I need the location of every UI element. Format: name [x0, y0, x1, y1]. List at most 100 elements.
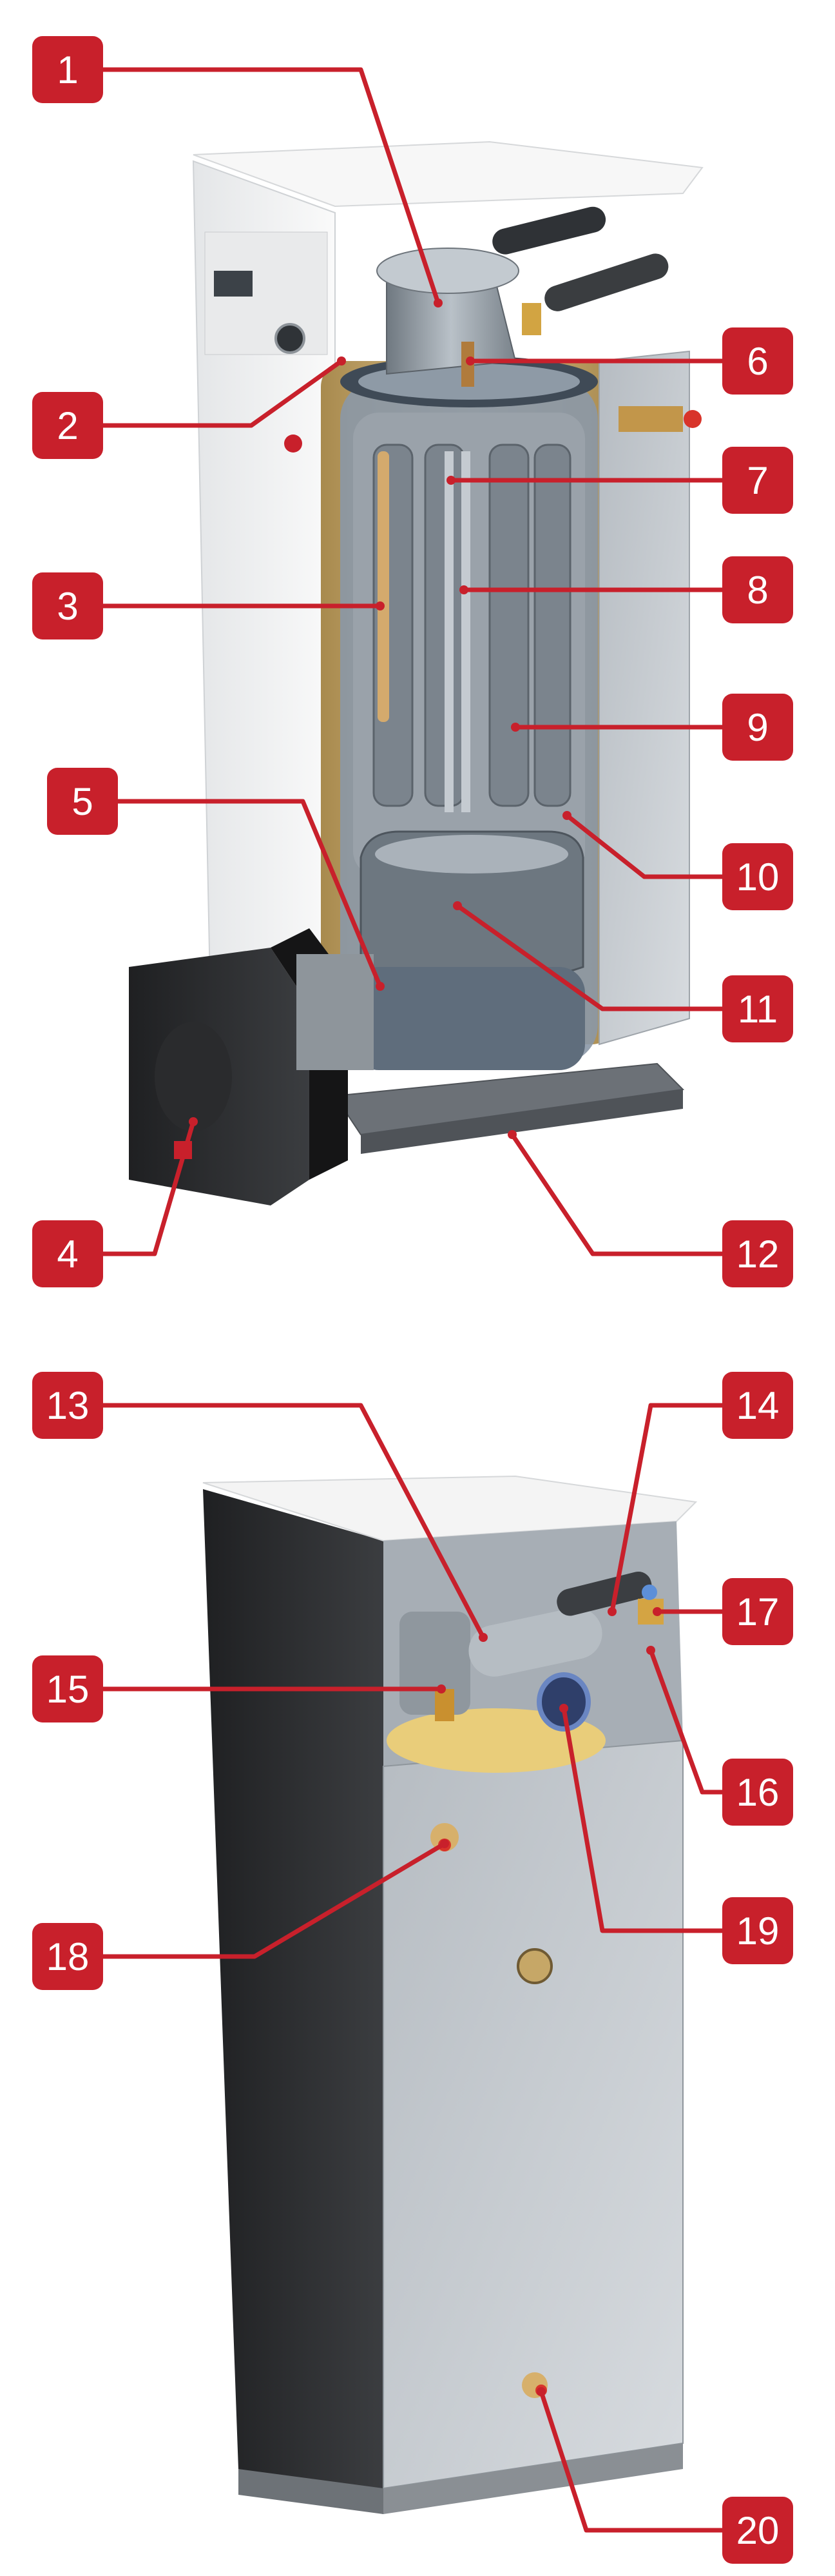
callout-badge-6: 6: [722, 327, 793, 395]
callout-badge-20: 20: [722, 2497, 793, 2564]
callout-badge-11: 11: [722, 975, 793, 1042]
callout-badge-12: 12: [722, 1220, 793, 1287]
callout-number: 15: [46, 1668, 90, 1711]
callout-number: 2: [57, 404, 78, 447]
leader-line-16: [648, 1649, 722, 1795]
tank-lower-shell: [353, 967, 585, 1070]
callout-number: 10: [736, 855, 780, 899]
callout-badge-16: 16: [722, 1759, 793, 1826]
callout-number: 9: [747, 706, 768, 749]
callout-badge-box: [47, 768, 118, 835]
leader-end-dot-20: [537, 2387, 546, 2396]
copper-anode: [378, 451, 389, 722]
callout-number: 6: [747, 340, 768, 383]
callout-badge-9: 9: [722, 694, 793, 761]
callout-number: 8: [747, 569, 768, 612]
flue-collar-top: [376, 248, 519, 294]
callout-badge-box: [722, 694, 793, 761]
callout-badge-box: [722, 1897, 793, 1964]
callout-badge-box: [32, 572, 103, 639]
leader-end-dot-9: [511, 723, 520, 732]
callout-number: 5: [72, 780, 93, 823]
callout-badge-box: [722, 1578, 793, 1645]
leader-end-dot-6: [466, 356, 475, 366]
callout-badge-box: [722, 447, 793, 514]
callout-leader-lines: [103, 67, 722, 2533]
leader-line-11: [456, 904, 722, 1011]
callout-number: 19: [736, 1909, 780, 1953]
callout-badge-box: [32, 1923, 103, 1990]
leader-line-12: [510, 1133, 722, 1256]
rear-blue-cap: [642, 1585, 657, 1600]
callout-badge-box: [32, 36, 103, 103]
rear-top-lid: [202, 1475, 698, 1542]
callout-number: 20: [736, 2509, 780, 2552]
leader-end-dot-15: [437, 1684, 446, 1693]
top-cutaway-illustration: [129, 141, 704, 1205]
central-flue-tube-2: [461, 451, 470, 812]
callout-badge-10: 10: [722, 843, 793, 910]
leader-line-14: [609, 1403, 722, 1612]
leader-end-dot-4: [189, 1117, 198, 1126]
callout-badge-2: 2: [32, 392, 103, 459]
callout-badge-8: 8: [722, 556, 793, 623]
leader-line-4: [103, 1121, 196, 1256]
control-dial: [274, 323, 305, 354]
callout-number: 16: [736, 1771, 780, 1814]
callout-badge-17: 17: [722, 1578, 793, 1645]
cabinet-logo-mark: [284, 434, 302, 453]
leader-end-dot-18: [440, 1839, 449, 1848]
central-flue-tube: [445, 451, 454, 812]
leader-end-dot-12: [508, 1130, 517, 1139]
callout-badge-box: [32, 1372, 103, 1439]
callout-number: 1: [57, 48, 78, 92]
rear-dark-side: [203, 1489, 383, 2514]
side-fitting: [619, 406, 683, 432]
leader-end-dot-11: [453, 901, 462, 910]
flue-pipe: [544, 253, 669, 311]
callout-badge-1: 1: [32, 36, 103, 103]
callout-badge-box: [722, 1759, 793, 1826]
leader-end-dot-16: [646, 1646, 655, 1655]
leader-end-dot-1: [434, 298, 443, 307]
rear-return-pipe: [557, 1571, 652, 1616]
leader-line-19: [561, 1708, 722, 1933]
burner-face: [155, 1022, 232, 1131]
callout-badge-box: [722, 843, 793, 910]
callout-number: 18: [46, 1935, 90, 1978]
rear-flue-pipe-mouth: [537, 1672, 591, 1732]
leader-line-5: [118, 799, 383, 988]
burner-flange: [296, 954, 374, 1070]
cabinet-top-lid: [193, 141, 704, 208]
rear-base-front: [383, 2443, 683, 2514]
leader-end-dot-2: [337, 356, 346, 366]
callout-badge-box: [722, 327, 793, 395]
callout-badge-18: 18: [32, 1923, 103, 1990]
leader-end-dot-17: [653, 1607, 662, 1616]
burner-unit: [129, 928, 374, 1205]
callout-number: 4: [57, 1233, 78, 1276]
display-screen: [214, 271, 253, 297]
rear-sensor-pocket: [435, 1689, 454, 1721]
rear-valve-18: [430, 1823, 459, 1851]
callout-badge-13: 13: [32, 1372, 103, 1439]
return-pipe: [492, 206, 606, 255]
callout-number: 13: [46, 1384, 90, 1427]
callout-number: 11: [738, 988, 778, 1031]
brass-fitting: [522, 303, 541, 335]
leader-line-20: [539, 2390, 722, 2533]
callout-badge-7: 7: [722, 447, 793, 514]
callout-badge-box: [32, 1655, 103, 1722]
combustion-chamber-top: [375, 835, 568, 873]
leader-line-13: [103, 1403, 486, 1639]
callout-badge-box: [722, 975, 793, 1042]
rear-base: [238, 2469, 383, 2514]
leader-end-dot-14: [608, 1607, 617, 1616]
leader-line-2: [103, 359, 343, 428]
callout-badge-3: 3: [32, 572, 103, 639]
leader-line-1: [103, 67, 441, 304]
callout-badge-15: 15: [32, 1655, 103, 1722]
callout-badge-box: [722, 1372, 793, 1439]
